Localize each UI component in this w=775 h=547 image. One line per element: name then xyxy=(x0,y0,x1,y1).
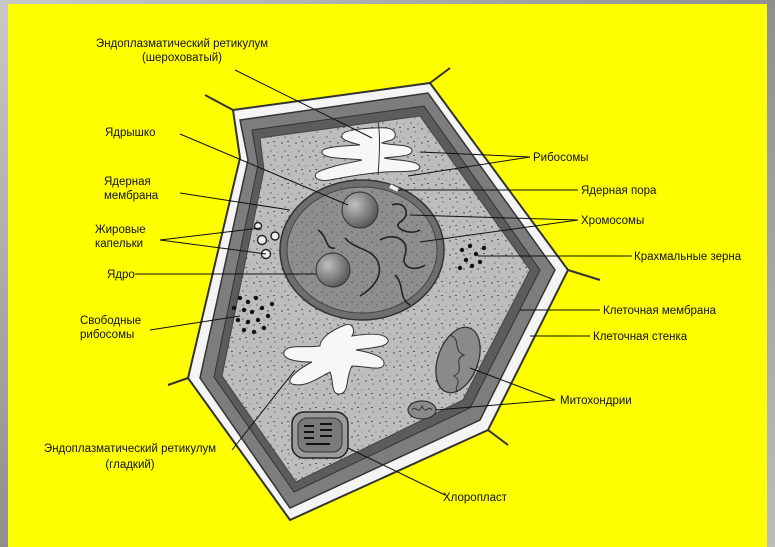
label-cell-membrane: Клеточная мембрана xyxy=(603,305,717,317)
label-chromosomes: Хромосомы xyxy=(581,215,644,227)
label-nucleus: Ядро xyxy=(107,269,135,281)
wall-spike xyxy=(205,95,233,110)
nucleolus-2 xyxy=(316,253,350,287)
label-nuclear-membrane-2: мембрана xyxy=(104,190,159,202)
label-lipid-droplets-2: капельки xyxy=(95,238,143,250)
label-lipid-droplets-1: Жировые xyxy=(95,224,146,236)
label-er-smooth-2: (гладкий) xyxy=(105,459,154,471)
label-cell-wall: Клеточная стенка xyxy=(593,331,688,343)
label-nuclear-pore: Ядерная пора xyxy=(581,185,657,197)
label-mitochondria: Митохондрии xyxy=(560,395,632,407)
mitochondrion-small xyxy=(408,401,436,419)
label-nuclear-membrane-1: Ядерная xyxy=(104,176,151,188)
wall-spike xyxy=(568,270,600,280)
chloroplast xyxy=(292,412,348,458)
label-er-rough-1: Эндоплазматический ретикулум xyxy=(96,38,268,50)
nucleolus xyxy=(342,192,378,228)
wall-spike xyxy=(168,378,188,385)
label-free-ribosomes-2: рибосомы xyxy=(80,329,134,341)
label-ribosomes: Рибосомы xyxy=(533,152,589,164)
label-free-ribosomes-1: Свободные xyxy=(80,315,141,327)
label-er-rough-2: (шероховатый) xyxy=(142,52,222,64)
label-starch-grains: Крахмальные зерна xyxy=(634,251,742,263)
label-er-smooth-1: Эндоплазматический ретикулум xyxy=(44,443,216,455)
label-nucleolus: Ядрышко xyxy=(105,127,155,139)
wall-spike xyxy=(430,68,450,83)
label-chloroplast: Хлоропласт xyxy=(443,492,508,504)
wall-spike xyxy=(488,430,508,445)
